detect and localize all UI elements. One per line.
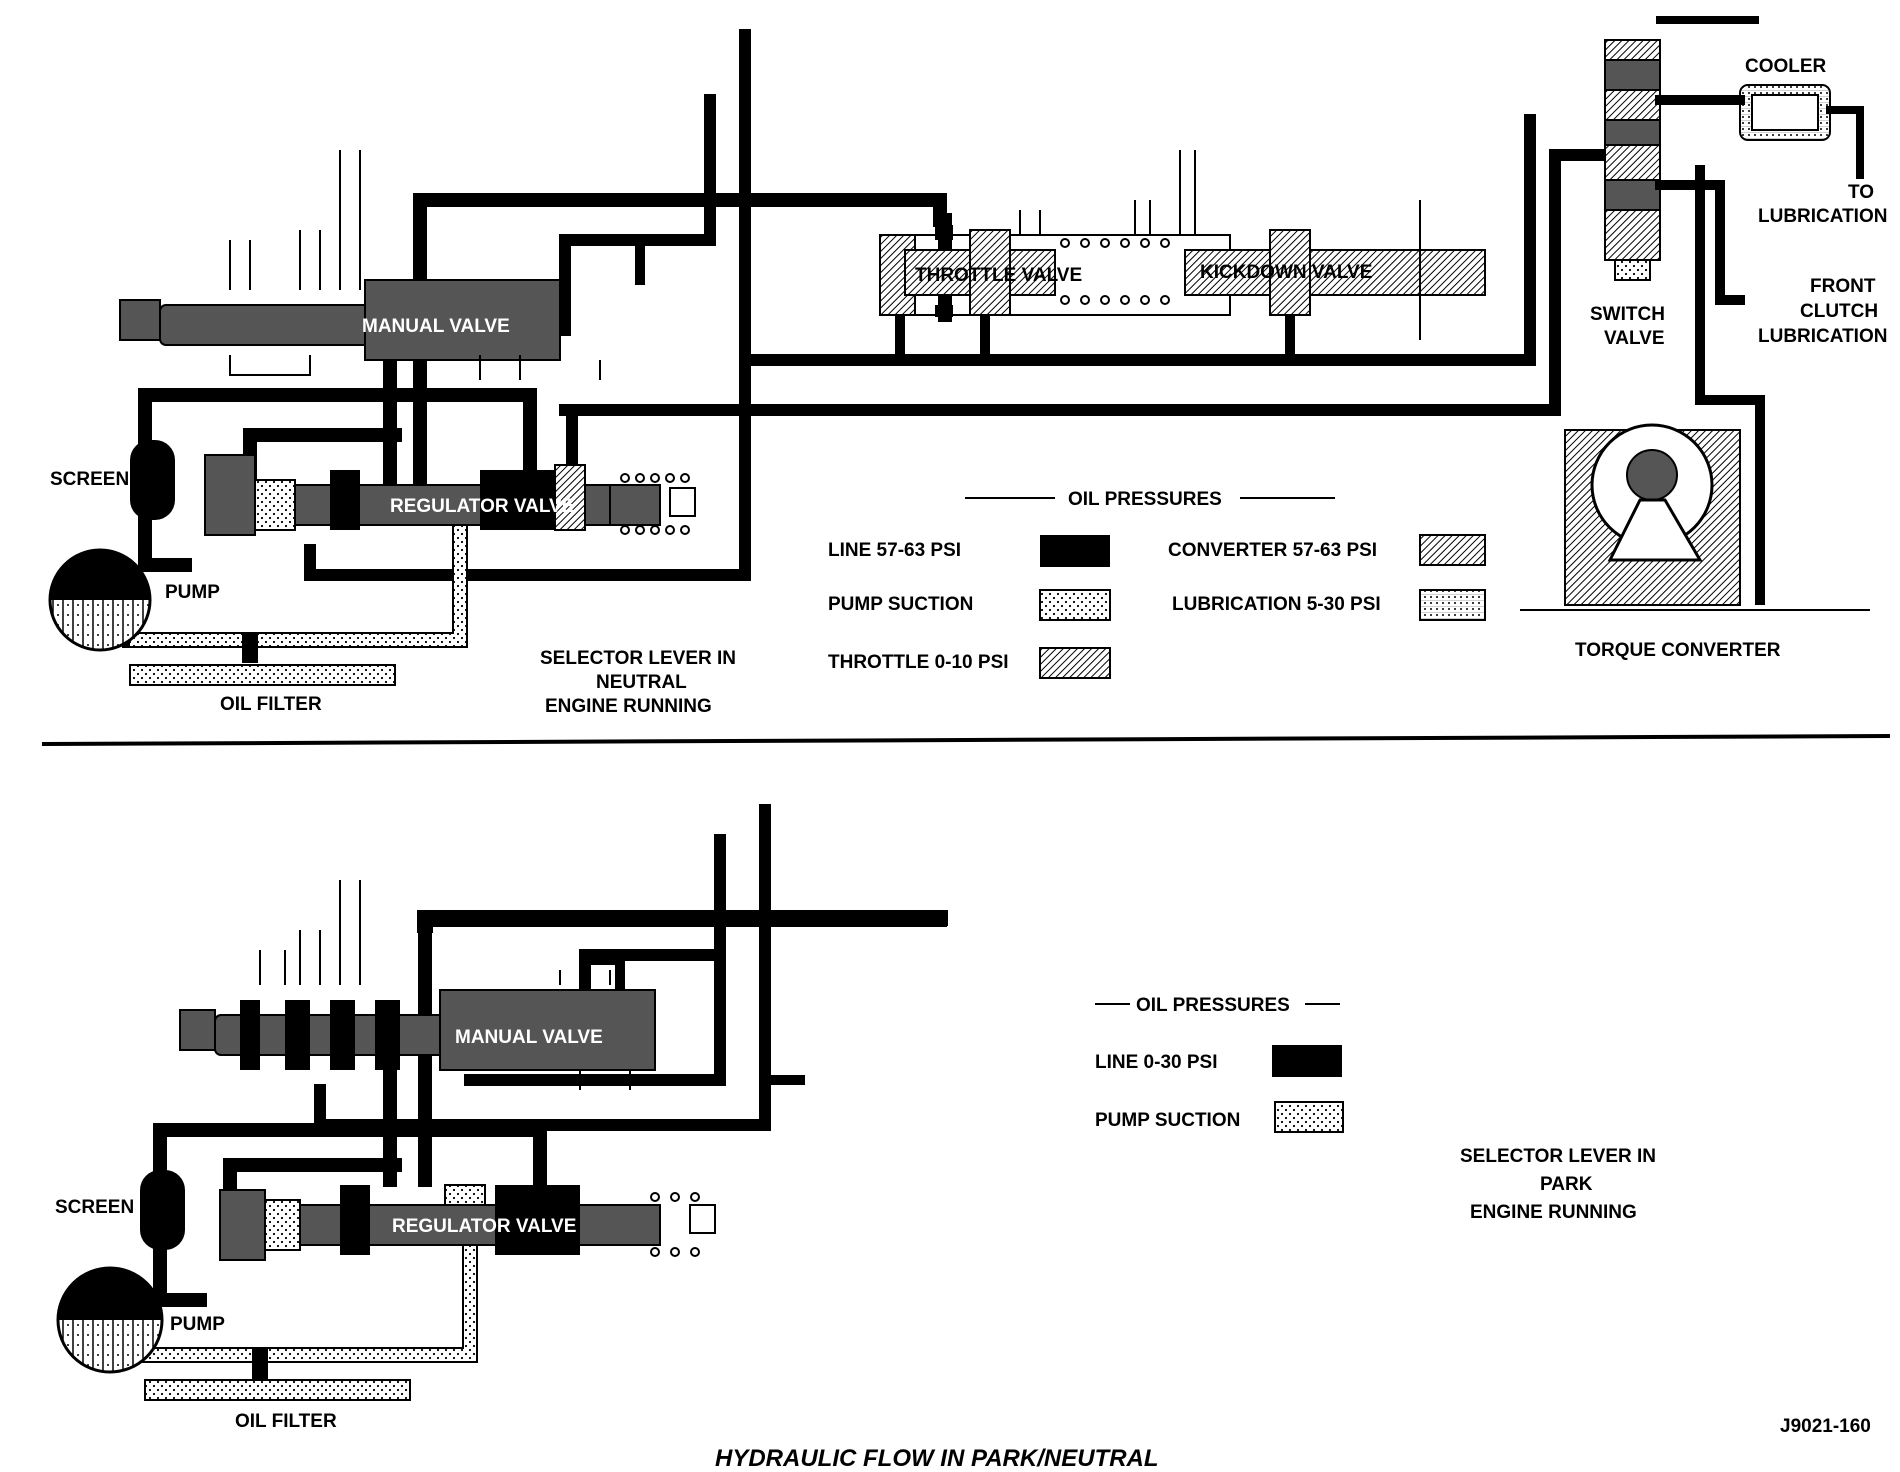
bottom-pump-suction-passages [132, 1227, 478, 1383]
switch-valve-label-1: SWITCH [1590, 304, 1665, 325]
front-clutch-label-1: FRONT [1810, 276, 1876, 297]
top-status-line-2: NEUTRAL [596, 672, 687, 693]
bottom-oil-filter: OIL FILTER [144, 1379, 411, 1432]
bottom-regulator-valve-label: REGULATOR VALVE [392, 1216, 576, 1237]
bottom-status: SELECTOR LEVER IN PARK ENGINE RUNNING [1460, 1146, 1656, 1223]
legend-swatch-throttle [1039, 647, 1111, 679]
bottom-status-line-3: ENGINE RUNNING [1470, 1202, 1637, 1223]
top-regulator-valve-label: REGULATOR VALVE [390, 496, 574, 517]
top-legend: OIL PRESSURES LINE 57-63 PSI PUMP SUCTIO… [828, 489, 1486, 679]
top-status: SELECTOR LEVER IN NEUTRAL ENGINE RUNNING [540, 648, 736, 717]
exhaust-passages [559, 94, 716, 336]
section-divider [41, 734, 1891, 746]
legend-swatch-converter [1419, 534, 1486, 566]
bottom-screen-label: SCREEN [55, 1197, 134, 1218]
top-legend-label-1: LINE 57-63 PSI [828, 540, 961, 561]
bottom-oil-filter-label: OIL FILTER [235, 1411, 337, 1432]
regulator-valve: REGULATOR VALVE [204, 454, 696, 536]
throttle-valve-label: THROTTLE VALVE [915, 265, 1082, 286]
top-diagram: MANUAL VALVE REGULATOR VALVE SCREEN [48, 16, 1887, 717]
bottom-manual-valve: MANUAL VALVE [179, 880, 656, 1090]
pump-suction-passages [122, 512, 468, 663]
bottom-legend: OIL PRESSURES LINE 0-30 PSI PUMP SUCTION [1095, 995, 1344, 1133]
switch-valve-label-2: VALVE [1604, 328, 1665, 349]
kickdown-valve-label: KICKDOWN VALVE [1200, 262, 1372, 283]
bottom-legend-swatch-suction [1274, 1101, 1344, 1133]
bottom-regulator-valve: REGULATOR VALVE [219, 1184, 716, 1261]
top-oil-filter-label: OIL FILTER [220, 694, 322, 715]
top-legend-label-4: CONVERTER 57-63 PSI [1168, 540, 1377, 561]
top-manual-valve-label: MANUAL VALVE [362, 316, 510, 337]
bottom-manual-valve-label: MANUAL VALVE [455, 1027, 603, 1048]
bottom-legend-label-2: PUMP SUCTION [1095, 1110, 1240, 1131]
legend-swatch-lubrication [1419, 589, 1486, 621]
top-status-line-1: SELECTOR LEVER IN [540, 648, 736, 669]
torque-converter: TORQUE CONVERTER [1520, 423, 1870, 661]
top-legend-label-2: PUMP SUCTION [828, 594, 973, 615]
switch-valve: SWITCH VALVE [1590, 16, 1759, 349]
legend-swatch-line [1040, 535, 1110, 567]
bottom-legend-swatch-line [1272, 1045, 1342, 1077]
top-pump-label: PUMP [165, 582, 220, 603]
pump: PUMP [48, 548, 220, 652]
screen: SCREEN [50, 440, 175, 520]
bottom-pump: PUMP [56, 1266, 225, 1374]
top-status-line-3: ENGINE RUNNING [545, 696, 712, 717]
front-clutch-label-2: CLUTCH [1800, 301, 1878, 322]
figure-code: J9021-160 [1780, 1416, 1871, 1437]
bottom-screen: SCREEN [55, 1170, 185, 1250]
line-pressure-passages [138, 193, 952, 572]
bottom-legend-heading: OIL PRESSURES [1136, 995, 1290, 1016]
throttle-kickdown-valves: THROTTLE VALVE KICKDOWN VALVE [879, 150, 1486, 340]
top-screen-label: SCREEN [50, 469, 129, 490]
to-lubrication-label-1: TO [1848, 182, 1874, 203]
figure-title: HYDRAULIC FLOW IN PARK/NEUTRAL [715, 1445, 1159, 1472]
bottom-status-line-2: PARK [1540, 1174, 1593, 1195]
bottom-diagram: MANUAL VALVE REGULATOR VALVE SCREEN PUMP [55, 804, 1656, 1432]
bottom-status-line-1: SELECTOR LEVER IN [1460, 1146, 1656, 1167]
top-legend-heading: OIL PRESSURES [1068, 489, 1222, 510]
torque-converter-label: TORQUE CONVERTER [1575, 640, 1781, 661]
front-clutch-label-3: LUBRICATION [1758, 326, 1887, 347]
top-legend-label-5: LUBRICATION 5-30 PSI [1172, 594, 1381, 615]
cooler-label: COOLER [1745, 56, 1827, 77]
oil-filter: OIL FILTER [129, 664, 396, 715]
cooler: COOLER TO LUBRICATION FRONT CLUTCH LUBRI… [1739, 56, 1887, 347]
to-lubrication-label-2: LUBRICATION [1758, 206, 1887, 227]
bottom-legend-label-1: LINE 0-30 PSI [1095, 1052, 1218, 1073]
top-legend-label-3: THROTTLE 0-10 PSI [828, 652, 1009, 673]
converter-lines [1655, 95, 1765, 605]
manual-valve: MANUAL VALVE [119, 150, 601, 380]
bottom-pump-label: PUMP [170, 1314, 225, 1335]
legend-swatch-suction [1039, 589, 1111, 621]
